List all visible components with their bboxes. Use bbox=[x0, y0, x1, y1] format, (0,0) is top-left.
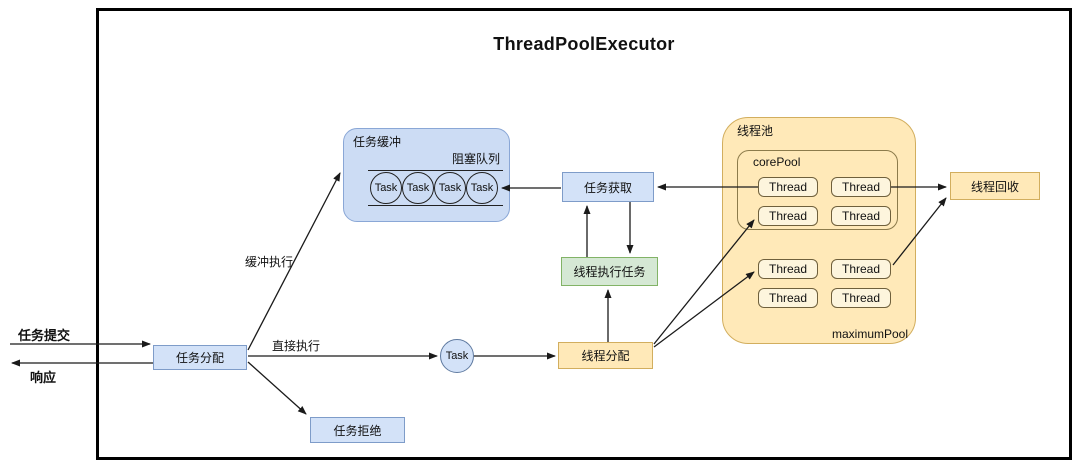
blocking-queue-label: 阻塞队列 bbox=[451, 152, 500, 166]
node-thread-execute: 线程执行任务 bbox=[561, 257, 658, 286]
queue-line-bottom bbox=[368, 205, 503, 206]
node-task-dispatch: 任务分配 bbox=[153, 345, 247, 370]
queued-task: Task bbox=[370, 172, 402, 204]
queued-task: Task bbox=[466, 172, 498, 204]
max-thread: Thread bbox=[758, 259, 818, 279]
core-pool-label: corePool bbox=[753, 155, 801, 169]
max-thread: Thread bbox=[758, 288, 818, 308]
core-thread: Thread bbox=[758, 177, 818, 197]
max-thread: Thread bbox=[831, 259, 891, 279]
task-submit-label: 任务提交 bbox=[18, 328, 71, 343]
core-pool-container bbox=[737, 150, 898, 230]
queue-line-top bbox=[368, 170, 503, 171]
diagram-frame bbox=[96, 8, 1072, 460]
queued-task: Task bbox=[434, 172, 466, 204]
node-task-fetch: 任务获取 bbox=[562, 172, 654, 202]
node-thread-allocate: 线程分配 bbox=[558, 342, 653, 369]
response-label: 响应 bbox=[30, 370, 57, 385]
node-task-reject: 任务拒绝 bbox=[310, 417, 405, 443]
thread-pool-label: 线程池 bbox=[737, 124, 774, 138]
direct-execution-label: 直接执行 bbox=[272, 339, 321, 353]
diagram-title: ThreadPoolExecutor bbox=[493, 34, 675, 54]
core-thread: Thread bbox=[758, 206, 818, 226]
task-node: Task bbox=[440, 339, 474, 373]
core-thread: Thread bbox=[831, 206, 891, 226]
max-thread: Thread bbox=[831, 288, 891, 308]
queued-task: Task bbox=[402, 172, 434, 204]
node-thread-recycle: 线程回收 bbox=[950, 172, 1040, 200]
task-buffer-label: 任务缓冲 bbox=[353, 135, 402, 149]
core-thread: Thread bbox=[831, 177, 891, 197]
maximum-pool-label: maximumPool bbox=[832, 327, 909, 341]
buffered-execution-label: 缓冲执行 bbox=[245, 255, 294, 269]
